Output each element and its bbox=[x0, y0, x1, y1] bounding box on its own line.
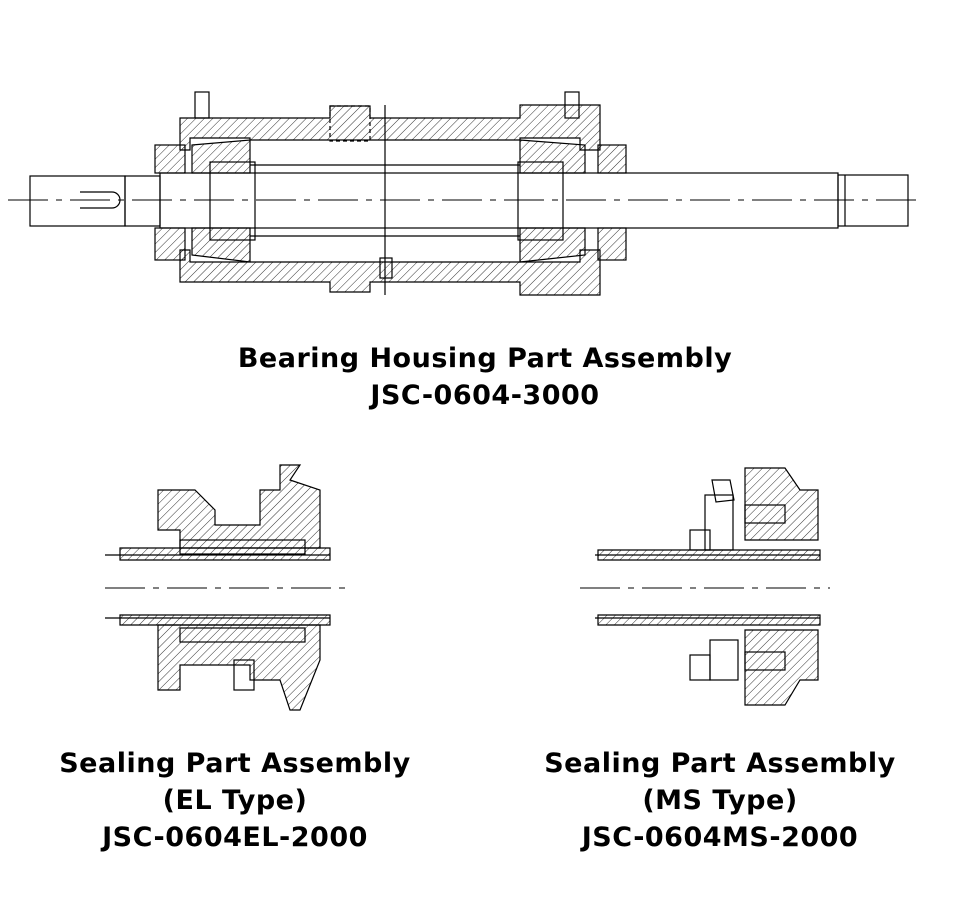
main-assembly-title: Bearing Housing Part Assembly bbox=[237, 343, 733, 374]
seal-ms-title: Sealing Part Assembly bbox=[544, 748, 896, 779]
seal-el-caption: Sealing Part Assembly (EL Type) JSC-0604… bbox=[20, 745, 450, 856]
seal-el-type: (EL Type) bbox=[162, 785, 308, 816]
bearing-housing-drawing bbox=[8, 91, 922, 296]
seal-el-code: JSC-0604EL-2000 bbox=[102, 822, 368, 853]
seal-el-title: Sealing Part Assembly bbox=[59, 748, 411, 779]
seal-ms-type: (MS Type) bbox=[642, 785, 798, 816]
seal-ms-drawing bbox=[580, 467, 830, 706]
seal-ms-code: JSC-0604MS-2000 bbox=[581, 822, 859, 853]
main-assembly-code: JSC-0604-3000 bbox=[370, 380, 600, 411]
main-assembly-caption: Bearing Housing Part Assembly JSC-0604-3… bbox=[185, 340, 785, 414]
seal-el-drawing bbox=[105, 464, 350, 711]
seal-ms-caption: Sealing Part Assembly (MS Type) JSC-0604… bbox=[505, 745, 935, 856]
